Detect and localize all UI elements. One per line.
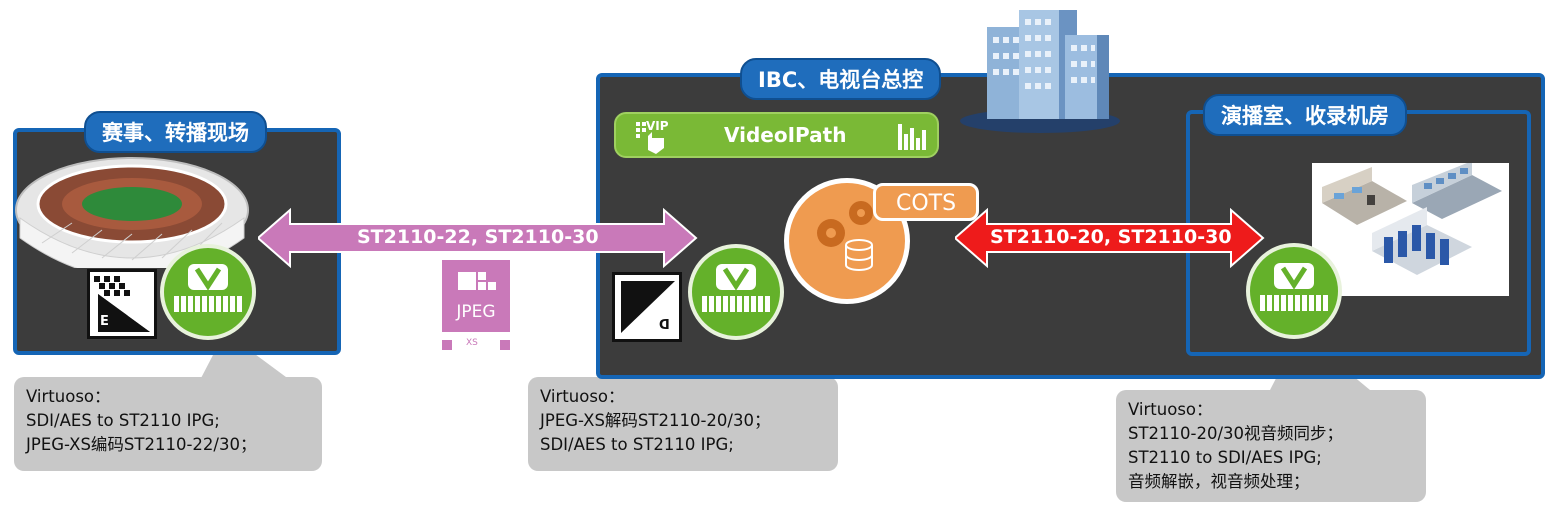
cots-server-circle (784, 178, 910, 304)
right-callout-line: Virtuoso： (1128, 400, 1213, 419)
right-callout-line: ST2110-20/30视音频同步； (1128, 424, 1344, 443)
right-panel-tab: 演播室、收录机房 (1203, 94, 1407, 136)
left-double-arrow (258, 208, 698, 268)
cots-label: COTS (873, 183, 979, 221)
decoder-icon: D (612, 272, 682, 342)
building-foreground (960, 10, 1120, 133)
left-panel-tab: 赛事、转播现场 (84, 111, 267, 153)
encoder-letter: E (100, 314, 109, 329)
jpeg-xs-logo: JPEG XS (438, 260, 514, 354)
left-arrow-label: ST2110-22, ST2110-30 (357, 226, 599, 248)
equalizer-icon (898, 124, 926, 150)
center-callout-line: SDI/AES to ST2110 IPG; (540, 435, 734, 454)
center-panel-tab: IBC、电视台总控 (740, 58, 942, 100)
right-callout-line: 音频解嵌，视音频处理； (1128, 472, 1310, 491)
left-callout-line: JPEG-XS编码ST2110-22/30； (26, 435, 257, 454)
decoder-letter: D (659, 315, 670, 330)
studio-illustration (1312, 161, 1509, 296)
videoipath-bar: VIP VideoIPath (614, 112, 939, 158)
virtuoso-icon-left (160, 244, 256, 340)
virtuoso-icon-center (688, 244, 784, 340)
jpeg-logo-text: JPEG (456, 302, 496, 322)
encoder-icon: E (87, 269, 157, 339)
hand-pointer-icon (636, 122, 664, 154)
left-callout: Virtuoso： SDI/AES to ST2110 IPG; JPEG-XS… (14, 377, 322, 471)
center-callout-line: JPEG-XS解码ST2110-20/30； (540, 411, 771, 430)
left-callout-line: Virtuoso： (26, 387, 111, 406)
center-callout-line: Virtuoso： (540, 387, 625, 406)
videoipath-label: VideoIPath (724, 123, 847, 147)
virtuoso-icon-right (1246, 243, 1342, 339)
right-double-arrow (955, 208, 1265, 268)
center-callout: Virtuoso： JPEG-XS解码ST2110-20/30； SDI/AES… (528, 377, 838, 471)
left-callout-line: SDI/AES to ST2110 IPG; (26, 411, 220, 430)
right-callout-line: ST2110 to SDI/AES IPG; (1128, 448, 1322, 467)
right-arrow-label: ST2110-20, ST2110-30 (990, 226, 1232, 248)
vip-badge: VIP (646, 119, 669, 133)
right-callout: Virtuoso： ST2110-20/30视音频同步； ST2110 to S… (1116, 390, 1426, 502)
jpeg-logo-sub: XS (466, 338, 478, 348)
